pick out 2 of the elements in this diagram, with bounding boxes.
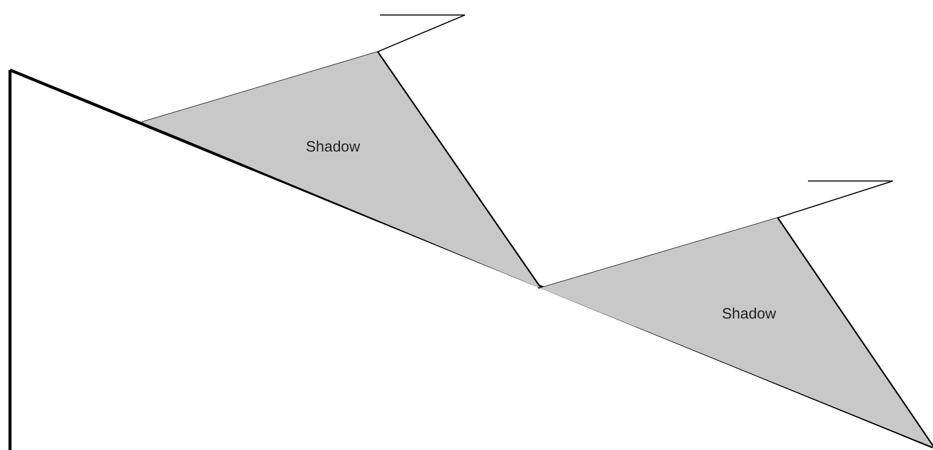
shadow-label: Shadow — [306, 138, 360, 156]
shadow-label: Shadow — [722, 306, 776, 322]
